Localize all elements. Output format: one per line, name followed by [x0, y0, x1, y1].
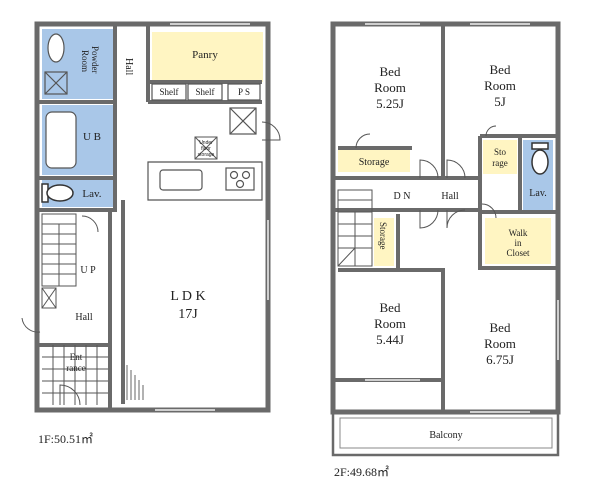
kitchen-counter: [147, 161, 263, 201]
dn-label: D N: [394, 191, 411, 202]
storage-small-label-a: Sto: [494, 147, 507, 157]
shelf1-label: Shelf: [160, 87, 179, 97]
interior-walls-1f: [37, 24, 262, 410]
walkin-label-a: Walk: [509, 228, 528, 238]
powder-room-label-a: Powder: [90, 46, 100, 74]
bed4-label-b: Room: [484, 336, 516, 351]
hall-top-label: Hall: [123, 58, 134, 75]
pantry-floor: [152, 32, 263, 82]
bed4-label-a: Bed: [490, 320, 511, 335]
floor-1: Powder Room Hall Panry Shelf Shelf P S U…: [21, 21, 281, 446]
ps-label: P S: [238, 87, 250, 97]
doors-1f: [21, 121, 281, 333]
storage-left-floor: [338, 150, 410, 172]
labels-2f: Bed Room 5.25J Bed Room 5J Storage Sto r…: [334, 62, 547, 479]
entrance-door: [59, 384, 81, 406]
storage-small-label-b: rage: [492, 158, 508, 168]
under-floor-label-c: storage: [198, 152, 215, 158]
refrigerator-space: [229, 107, 257, 135]
under-floor-label-a: Under: [199, 140, 213, 146]
lav-2f-label: Lav.: [529, 188, 546, 199]
toilet-2f: [531, 142, 549, 175]
ldk-size-label: 17J: [178, 307, 198, 322]
toilet-1f: [41, 183, 74, 203]
bed1-label-b: Room: [374, 80, 406, 95]
shelf2-label: Shelf: [196, 87, 215, 97]
balcony-label: Balcony: [429, 430, 462, 441]
entrance-tiles: [42, 345, 108, 405]
storage-vertical-label: Storage: [378, 222, 388, 250]
hall-1f-label: Hall: [75, 312, 92, 323]
bed2-label-b: Room: [484, 78, 516, 93]
labels-1f: Powder Room Hall Panry Shelf Shelf P S U…: [38, 46, 250, 446]
floor1-area: 1F:50.51㎡: [38, 432, 93, 446]
entrance-label-a: Ent: [70, 352, 83, 362]
doors-2f: [355, 125, 497, 229]
balcony-rail: [331, 380, 560, 457]
balcony-floor: [339, 417, 553, 449]
walkin-label-c: Closet: [506, 248, 530, 258]
powder-room-fixtures: [44, 33, 68, 95]
pantry-label: Panry: [192, 49, 218, 61]
entrance-label-b: rance: [66, 363, 85, 373]
walkin-floor: [485, 218, 551, 264]
lav-1f-label: Lav.: [82, 188, 101, 200]
ldk-hatching: [126, 365, 144, 400]
bed2-label-a: Bed: [490, 62, 511, 77]
under-floor-label-b: floor: [201, 146, 211, 152]
ub-label: U B: [83, 131, 101, 143]
bed4-label-c: 6.75J: [486, 352, 514, 367]
under-floor-storage: [194, 136, 218, 160]
bed3-label-a: Bed: [380, 300, 401, 315]
hall-2f-label: Hall: [441, 191, 458, 202]
bed1-label-a: Bed: [380, 64, 401, 79]
storage-left-label: Storage: [359, 157, 390, 168]
powder-room-label-b: Room: [80, 50, 90, 72]
windows-1f: [155, 23, 269, 411]
bed3-label-b: Room: [374, 316, 406, 331]
bed1-label-c: 5.25J: [376, 96, 404, 111]
shelf-units: [151, 83, 261, 101]
storage-2f-small-floor: [483, 140, 517, 174]
windows-2f: [365, 23, 559, 413]
storage-vertical-floor: [374, 218, 394, 266]
walkin-label-b: in: [514, 238, 522, 248]
bathtub: [45, 111, 77, 169]
stairs-1f: [41, 213, 77, 309]
stairs-2f: [337, 189, 373, 267]
floor-2: Bed Room 5.25J Bed Room 5J Storage Sto r…: [330, 21, 561, 479]
bed3-label-c: 5.44J: [376, 332, 404, 347]
floor2-area: 2F:49.68㎡: [334, 465, 389, 479]
ldk-label: L D K: [170, 289, 205, 304]
bed2-label-c: 5J: [494, 94, 506, 109]
up-label: U P: [80, 265, 96, 276]
